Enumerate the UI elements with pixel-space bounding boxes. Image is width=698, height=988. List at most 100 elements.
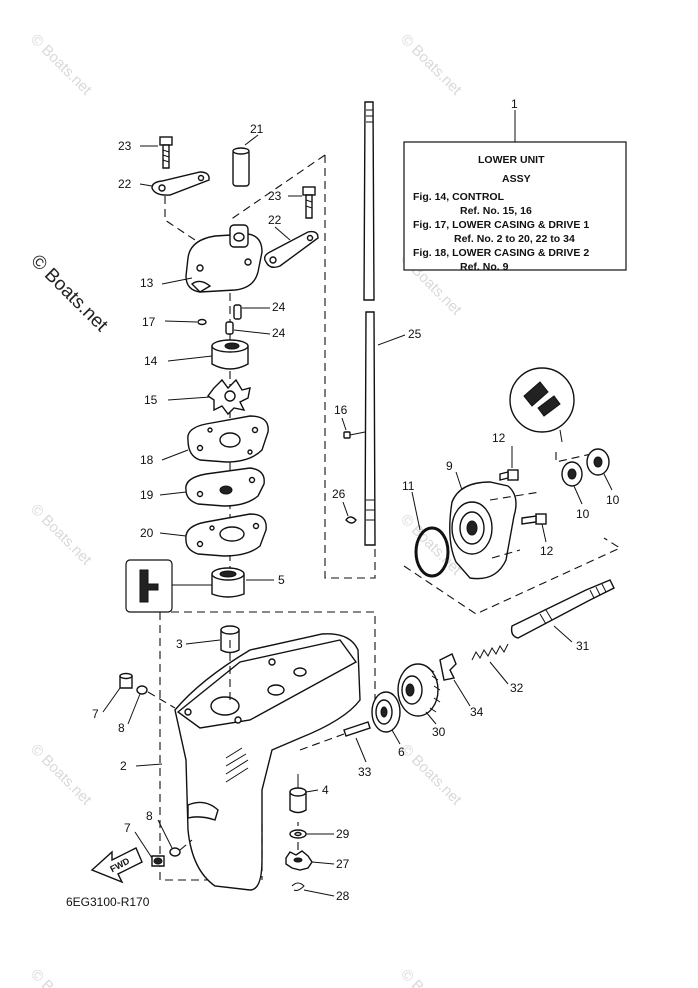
callout-6: 6	[398, 745, 405, 759]
callout-4: 4	[322, 783, 329, 797]
watermark-text: © Boats.net	[397, 741, 465, 809]
callout-3: 3	[176, 637, 183, 651]
callout-22: 22	[118, 177, 132, 191]
callout-20: 20	[140, 526, 154, 540]
box-line: Ref. No. 15, 16	[460, 205, 532, 217]
part-14-pump-cup: 14	[144, 339, 249, 370]
callout-5: 5	[278, 573, 285, 587]
box-line: Fig. 18, LOWER CASING & DRIVE 2	[413, 247, 589, 259]
part-12-bolt-bottom: 12	[521, 513, 554, 558]
callout-2: 2	[120, 759, 127, 773]
watermark-text: © Boats.net	[397, 966, 465, 988]
part-11-o-ring: 11	[402, 479, 622, 615]
callout-33: 33	[358, 765, 372, 779]
callout-31: 31	[576, 639, 590, 653]
part-2-lower-casing: 2	[120, 633, 361, 891]
part-31-propeller-shaft: 31	[510, 579, 615, 653]
part-16-pin: 16	[334, 403, 366, 439]
callout-19: 19	[140, 488, 154, 502]
callout-10: 10	[576, 507, 590, 521]
part-17-ring: 17	[142, 315, 207, 329]
part-7-8-plug-lower: 7 8	[124, 809, 193, 867]
bearing-detail-callout	[509, 367, 601, 463]
callout-10: 10	[606, 493, 620, 507]
part-21-bushing: 21	[232, 122, 264, 187]
part-12-bolt-top: 12	[492, 431, 519, 481]
assembly-line	[158, 611, 376, 881]
callout-23: 23	[118, 139, 132, 153]
callout-8: 8	[118, 721, 125, 735]
part-10-bearings: 10 10	[561, 448, 620, 521]
callout-32: 32	[510, 681, 524, 695]
callout-24: 24	[272, 326, 286, 340]
assembly-line	[324, 155, 376, 579]
watermark-text: © Boats.net	[27, 741, 95, 809]
callout-15: 15	[144, 393, 158, 407]
callout-28: 28	[336, 889, 350, 903]
callout-22: 22	[268, 213, 282, 227]
callout-23: 23	[268, 189, 282, 203]
part-30-forward-gear: 30	[397, 663, 446, 739]
plate-22-left: 22	[118, 171, 210, 241]
callout-29: 29	[336, 827, 350, 841]
part-29-washer: 29	[289, 827, 350, 841]
part-19-plate: 19	[140, 467, 265, 507]
callout-27: 27	[336, 857, 350, 871]
callout-12: 12	[492, 431, 506, 445]
part-4-bushing: 4	[289, 774, 329, 814]
watermark-text: © Boats.net	[27, 966, 95, 988]
callout-9: 9	[446, 459, 453, 473]
plate-22-right: 22	[263, 213, 319, 269]
part-9-shaft-housing: 9	[446, 459, 541, 580]
callout-26: 26	[332, 487, 346, 501]
callout-25: 25	[408, 327, 422, 341]
box-subtitle: ASSY	[502, 173, 531, 185]
part-5-oil-seal: 5	[125, 559, 285, 613]
diagram-code: 6EG3100-R170	[66, 895, 150, 909]
part-7-8-plug-upper: 7 8	[92, 672, 176, 735]
part-6-bearing: 6	[371, 691, 405, 759]
watermark-text: © Boats.net	[397, 31, 465, 99]
part-15-impeller: 15	[144, 378, 251, 416]
bolt-23-right: 23	[268, 186, 316, 219]
bolt-23-left: 23	[118, 136, 173, 169]
callout-17: 17	[142, 315, 156, 329]
part-33-shift-rod: 33	[299, 721, 372, 779]
assembly-line	[261, 822, 299, 880]
callout-24: 24	[272, 300, 286, 314]
box-line: Fig. 14, CONTROL	[413, 191, 505, 203]
forward-arrow: FWD	[90, 847, 143, 884]
boats-net-watermark: © Boats.net	[26, 251, 112, 337]
callout-13: 13	[140, 276, 154, 290]
part-20-gasket: 20	[140, 513, 267, 557]
box-line: Ref. No. 2 to 20, 22 to 34	[454, 233, 575, 245]
callout-21: 21	[250, 122, 264, 136]
part-26-ring: 26	[332, 487, 357, 524]
callout-12: 12	[540, 544, 554, 558]
callout-7: 7	[92, 707, 99, 721]
callout-16: 16	[334, 403, 348, 417]
watermark-text: © Boats.net	[27, 31, 95, 99]
part-24-dowels: 24 24	[225, 300, 286, 340]
callout-1: 1	[511, 97, 518, 111]
callout-14: 14	[144, 354, 158, 368]
part-28-clip: 28	[291, 882, 350, 903]
callout-34: 34	[470, 705, 484, 719]
part-34-dog-clutch: 34	[439, 653, 484, 719]
drive-shaft: 25	[363, 101, 422, 546]
assembly-line	[229, 154, 326, 221]
part-18-gasket: 18	[140, 415, 269, 467]
callout-18: 18	[140, 453, 154, 467]
part-3-bushing: 3	[176, 625, 240, 654]
part-32-spring: 32	[471, 643, 524, 695]
pump-housing-13: 13	[140, 224, 263, 293]
watermark-text: © Boats.net	[27, 501, 95, 569]
box-line: Ref. No. 9	[460, 261, 509, 273]
callout-11: 11	[402, 479, 415, 493]
part-27-pinion-gear: 27	[285, 850, 350, 871]
lower-unit-assy-box: 1 LOWER UNIT ASSY Fig. 14, CONTROL Ref. …	[403, 97, 627, 273]
box-line: Fig. 17, LOWER CASING & DRIVE 1	[413, 219, 589, 231]
callout-7: 7	[124, 821, 131, 835]
callout-8: 8	[146, 809, 153, 823]
